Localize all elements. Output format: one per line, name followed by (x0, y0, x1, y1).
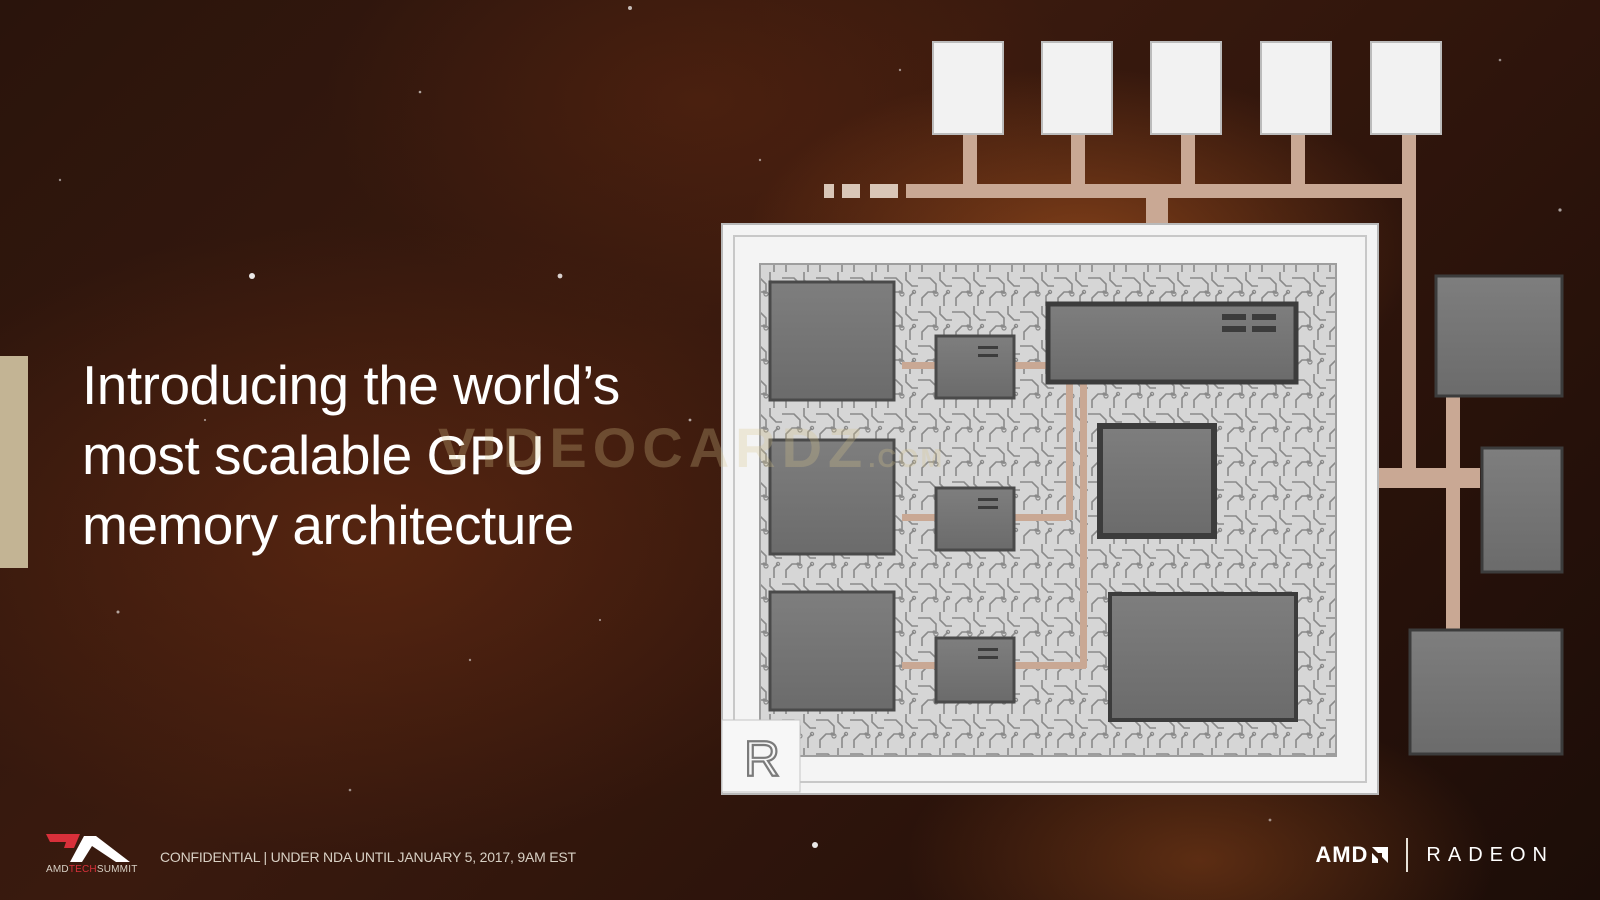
chip-logo-letter: R (744, 731, 780, 787)
logo-text-summit: SUMMIT (96, 864, 138, 875)
brand-radeon: RADEON (1426, 843, 1554, 866)
amd-arrow-icon (1372, 847, 1389, 863)
confidential-notice: CONFIDENTIAL | UNDER NDA UNTIL JANUARY 5… (160, 849, 576, 865)
tech-summit-logo-text: AMDTECHSUMMIT (46, 864, 138, 875)
amd-radeon-brand: AMD RADEON (1315, 838, 1554, 872)
headline-line-2: most scalable GPU (82, 424, 545, 486)
logo-text-amd: AMD (46, 864, 69, 875)
tech-summit-logo-icon (46, 834, 130, 862)
brand-divider (1406, 838, 1409, 872)
watermark-suffix: .COM (868, 443, 945, 473)
watermark: VIDEOCARDZ.COM (438, 415, 944, 480)
accent-bar (0, 356, 28, 568)
slide-headline: Introducing the world’s most scalable GP… (82, 350, 702, 560)
brand-amd: AMD (1315, 842, 1369, 867)
headline-line-1: Introducing the world’s (82, 354, 620, 416)
watermark-text: VIDEOCARDZ (438, 416, 869, 479)
headline-line-3: memory architecture (82, 494, 574, 556)
logo-text-tech: TECH (68, 864, 97, 875)
